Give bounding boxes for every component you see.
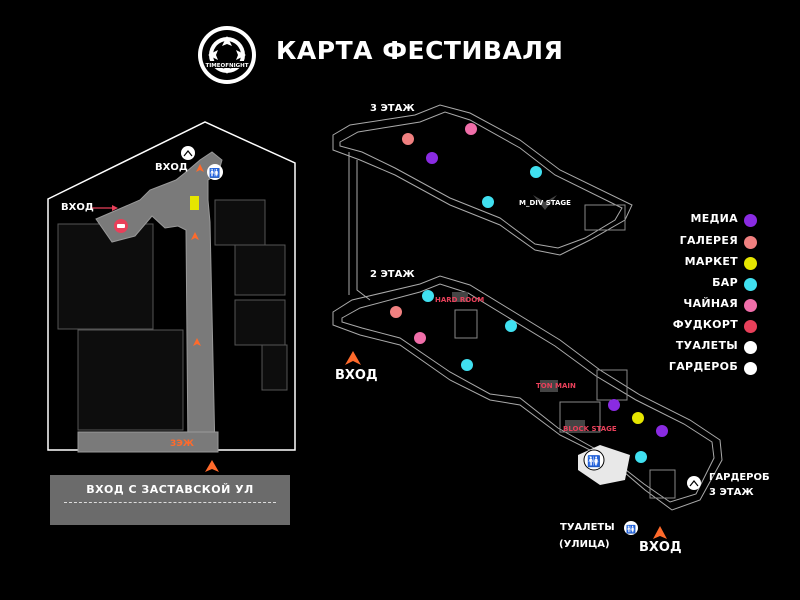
foodcourt-icon <box>744 320 757 333</box>
market-icon <box>744 257 757 270</box>
svg-text:🚻: 🚻 <box>209 167 220 179</box>
entrance-bottom-label: ВХОД <box>639 540 682 555</box>
tea-icon <box>744 299 757 312</box>
stage-mdiv-label: M_DIV STAGE <box>519 199 571 207</box>
toilets-icon <box>744 341 757 354</box>
svg-text:🚻: 🚻 <box>587 455 601 468</box>
wardrobe-icon <box>744 362 757 375</box>
media-icon <box>744 214 757 227</box>
legend-toilets: ТУАЛЕТЫ <box>675 339 738 352</box>
entrance-bottom-arrow <box>653 526 667 539</box>
logo-icon: TIMEOFNIGHT <box>198 26 256 84</box>
logo-text: TIMEOFNIGHT <box>206 63 249 69</box>
bar-icon <box>744 278 757 291</box>
floor3-marker: 3ЭЖ <box>170 439 194 449</box>
legend-foodcourt: ФУДКОРТ <box>672 318 738 331</box>
legend-media: МЕДИА <box>690 212 738 225</box>
toilets-street-line2: (УЛИЦА) <box>559 539 610 550</box>
legend-wardrobe: ГАРДЕРОБ <box>668 360 738 373</box>
legend-bar: БАР <box>712 276 738 289</box>
gallery-icon <box>744 236 757 249</box>
stage-hard-label: HARD ROOM <box>435 296 485 304</box>
street-divider <box>64 502 276 503</box>
page-title: КАРТА ФЕСТИВАЛЯ <box>276 36 564 65</box>
stage-ton-label: TON MAIN <box>536 382 576 390</box>
street-block: ВХОД С ЗАСТАВСКОЙ УЛ <box>50 475 290 525</box>
floor2-label: 2 ЭТАЖ <box>370 269 415 280</box>
svg-text:🚻: 🚻 <box>626 524 636 534</box>
floor3-label: 3 ЭТАЖ <box>370 103 415 114</box>
legend: МЕДИА ГАЛЕРЕЯ МАРКЕТ БАР ЧАЙНАЯ ФУДКОРТ … <box>640 212 760 375</box>
street-label: ВХОД С ЗАСТАВСКОЙ УЛ <box>86 483 254 496</box>
wardrobe3-line2: 3 ЭТАЖ <box>709 487 754 498</box>
entrance-top-label: ВХОД <box>155 162 188 173</box>
legend-tea: ЧАЙНАЯ <box>683 297 738 310</box>
entrance-main-arrow <box>345 351 361 365</box>
toilets-street-line1: ТУАЛЕТЫ <box>560 522 615 533</box>
legend-gallery: ГАЛЕРЕЯ <box>679 234 738 247</box>
wardrobe3-line1: ГАРДЕРОБ <box>709 472 770 483</box>
entrance-main-label: ВХОД <box>335 368 378 383</box>
entrance-left-label: ВХОД <box>61 202 94 213</box>
stage-block-label: BLOCK STAGE <box>563 425 617 433</box>
direction-arrow-icon <box>191 164 219 472</box>
legend-market: МАРКЕТ <box>684 255 738 268</box>
